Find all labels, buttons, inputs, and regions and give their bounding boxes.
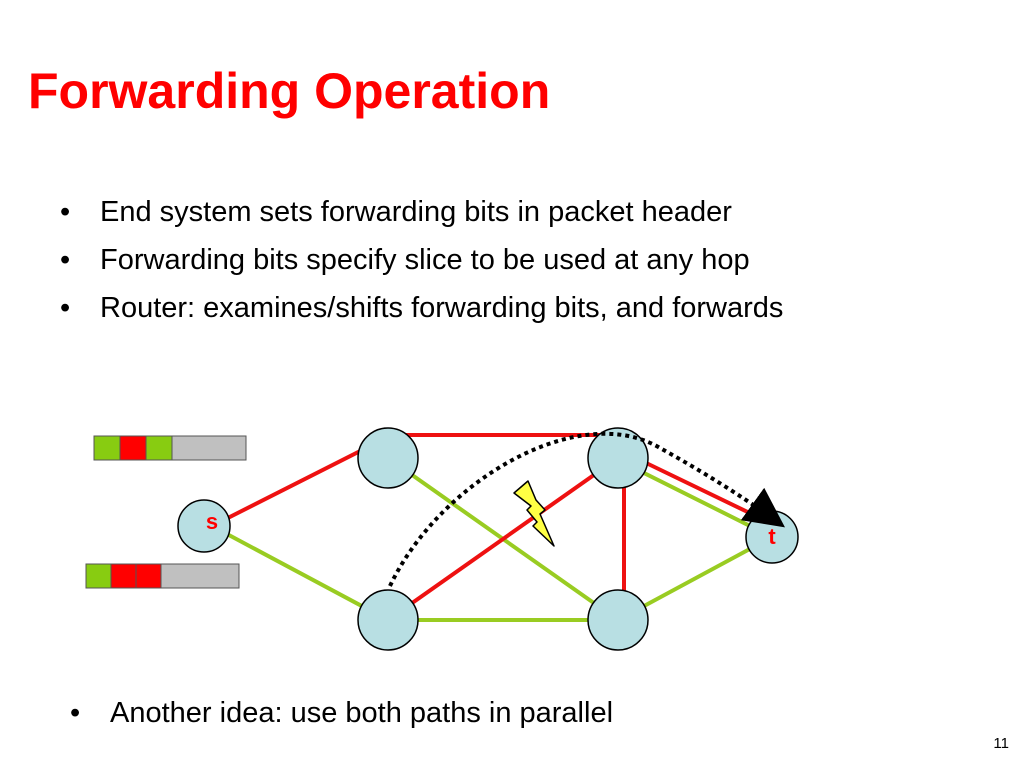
bit-green [93,435,121,461]
bullet-list: End system sets forwarding bits in packe… [0,188,1024,332]
packet-header-1 [93,435,247,461]
bullet-item: Forwarding bits specify slice to be used… [0,236,1024,284]
reroute-path [388,431,785,587]
node-t-label: t [768,524,776,549]
bits-empty [160,563,240,589]
node-top-right [587,427,649,489]
bullet-item: End system sets forwarding bits in packe… [0,188,1024,236]
link-bottomleft-topright [386,456,620,622]
bit-red [135,563,162,589]
bullet-item: Router: examines/shifts forwarding bits,… [0,284,1024,332]
node-bottom-right [587,589,649,651]
node-bottom-left [357,589,419,651]
bit-green [145,435,173,461]
link-s-bottomleft [210,524,390,622]
nodes [177,427,799,651]
page-number: 11 [993,735,1009,752]
bits-empty [171,435,247,461]
bit-green [85,563,112,589]
link-topright-t-red [638,458,762,520]
bit-red [110,563,137,589]
node-top-left [357,427,419,489]
slide-title: Forwarding Operation [28,63,551,119]
node-s-label: s [206,509,218,534]
bullet-item: Another idea: use both paths in parallel [0,689,1024,737]
node-s [177,499,231,553]
bottom-bullet-list: Another idea: use both paths in parallel [0,689,1024,737]
bit-red [119,435,147,461]
packet-header-2 [85,563,240,589]
failure-lightning-icon [513,480,555,547]
